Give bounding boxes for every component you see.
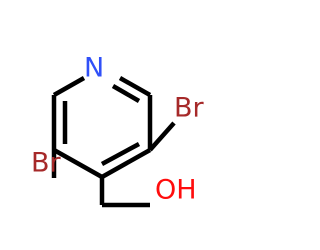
bond-c6-n-inner [111,84,141,103]
atom-label-bromine-right: Br [174,93,205,124]
bond-c4-c5-inner [100,142,141,166]
bond-c5-br [148,121,176,152]
atom-label-bromine-left: Br [31,148,62,179]
bond-n-c2 [52,76,86,97]
bond-c4-c5 [100,148,152,179]
molecule-structure: N Br Br OH [31,53,205,208]
atom-label-hydroxyl: OH [155,175,197,206]
bond-c3-c4 [52,148,104,179]
bond-c6-n [118,76,152,97]
atom-label-nitrogen: N [84,53,104,84]
